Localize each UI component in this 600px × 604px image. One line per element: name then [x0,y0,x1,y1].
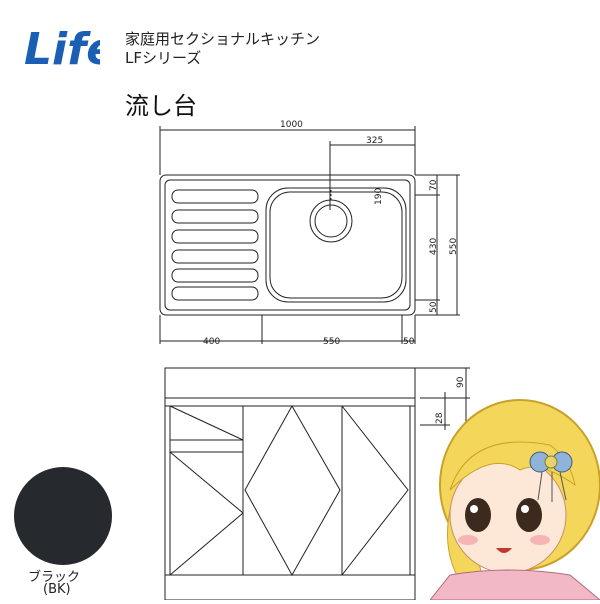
dim-right-mid: 430 [429,238,439,255]
dim-right-bottom: 50 [429,301,439,313]
dim-bowl-offset: 325 [366,136,383,146]
drain-rib [171,286,259,301]
series-name: LFシリーズ [125,49,202,67]
dim-right-total: 550 [449,238,459,255]
sink-top-outer [159,174,416,316]
door-center-mark [244,405,341,577]
sink-bowl [265,187,407,303]
drain-rib [171,268,259,283]
drain-rib [171,189,259,204]
series-title: 家庭用セクショナルキッチン [125,30,321,48]
drain-rib [171,249,259,264]
dim-front-mid: 28 [435,412,445,424]
drain-rib [171,229,259,244]
dim-bottom-right: 50 [403,337,415,347]
dim-bowl-depth: 190 [374,188,384,205]
color-name: ブラック [28,570,81,585]
color-code: (BK) [43,582,71,597]
door-right-mark [341,405,409,576]
door-left-mark [169,405,244,441]
sink-top-inner [164,179,411,311]
dim-bottom-left: 400 [203,337,220,347]
product-name: 流し台 [125,92,197,120]
mascot-illustration [428,390,600,601]
cabinet-front [164,367,416,600]
dim-front-top: 90 [456,376,466,388]
dim-top-width: 1000 [280,120,303,130]
dim-right-top: 70 [429,179,439,191]
drain-outlet [309,199,353,243]
dim-bottom-mid: 550 [323,337,340,347]
drain-rib [171,209,259,224]
color-swatch [14,467,112,565]
